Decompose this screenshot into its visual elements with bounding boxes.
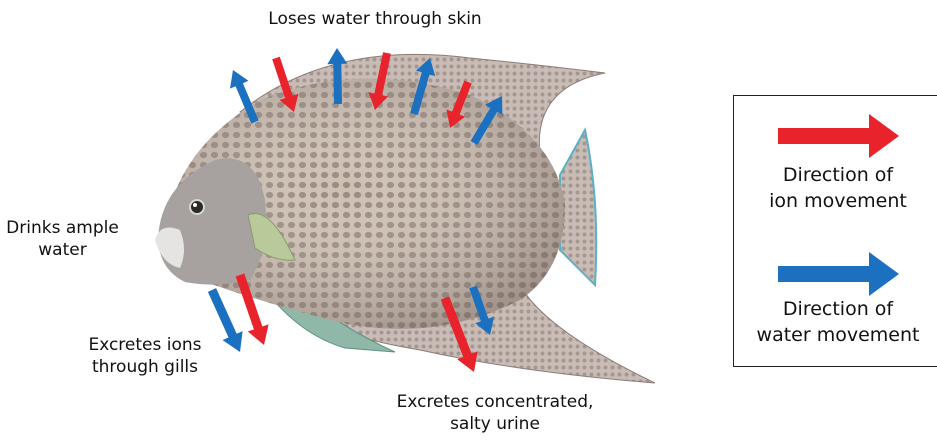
- label-excretes-ions-through-gills: Excretes ions through gills: [65, 334, 225, 378]
- legend-box: Direction of ion movement Direction of w…: [733, 95, 937, 367]
- label-excretes-concentrated-salty-urine: Excretes concentrated, salty urine: [360, 391, 630, 435]
- legend-water-label: Direction of water movement: [734, 296, 937, 348]
- tail-fin: [560, 130, 596, 285]
- label-loses-water-through-skin: Loses water through skin: [230, 8, 520, 30]
- label-drinks-ample-water: Drinks ample water: [0, 217, 125, 261]
- legend-water-arrow: [778, 252, 899, 296]
- legend-ion-arrow: [778, 114, 899, 158]
- fish-snout: [155, 228, 184, 268]
- legend-ion-label: Direction of ion movement: [734, 162, 937, 214]
- fish-eye: [190, 200, 204, 214]
